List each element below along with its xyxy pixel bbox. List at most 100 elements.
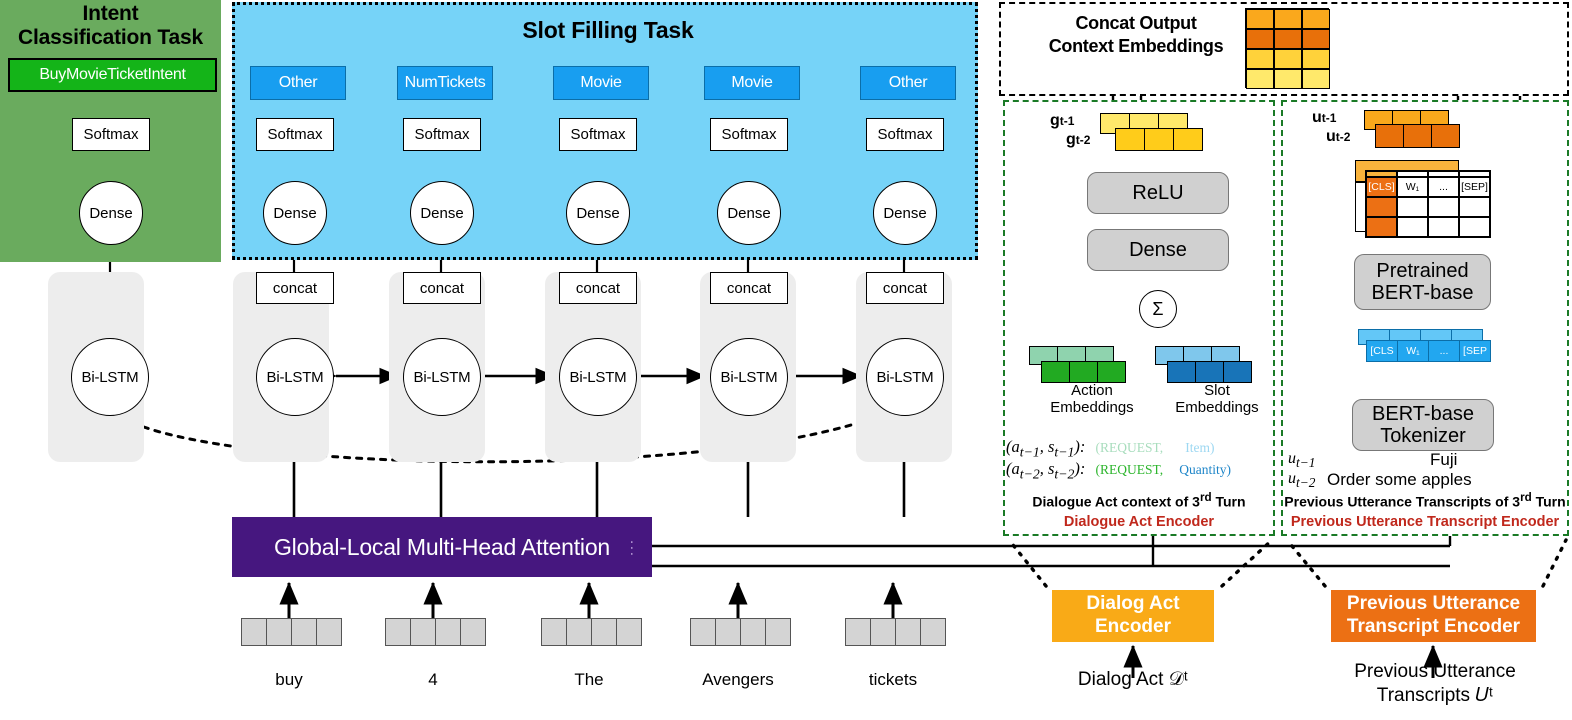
slot-softmax-1: Softmax [403, 118, 481, 151]
pair-0-slot: Item) [1185, 440, 1215, 455]
intent-softmax-box: Softmax [72, 118, 150, 151]
u-t-1-label: ut-1 [1312, 109, 1336, 127]
slot-softmax-0: Softmax [256, 118, 334, 151]
utterance-encoder-panel [1281, 100, 1569, 536]
concat-output-title: Concat Output Context Embeddings [1011, 12, 1261, 57]
u-t-1-subscript: t-1 [1321, 111, 1337, 125]
concat-output-grid [1245, 8, 1330, 89]
tokenizer-token-w1: W₁ [1397, 340, 1428, 362]
sigma-sum-node: Σ [1139, 290, 1177, 328]
bert-token-cls: [CLS] [1366, 177, 1397, 197]
relu-box: ReLU [1087, 172, 1229, 214]
utterance-context-caption: Previous Utterance Transcripts of 3rd Tu… [1284, 491, 1566, 510]
dialogue-act-encoder-name: Dialogue Act Encoder [1063, 514, 1215, 530]
previous-utterance-input-line1: Previous Utterance [1354, 661, 1516, 682]
token-embedding-4 [845, 618, 946, 646]
bert-token-w1: W₁ [1397, 177, 1428, 197]
g-t-1-symbol: g [1050, 112, 1060, 129]
slot-bilstm-1: Bi-LSTM [403, 338, 481, 416]
intent-bilstm-node: Bi-LSTM [71, 338, 149, 416]
slot-bilstm-3: Bi-LSTM [710, 338, 788, 416]
pair-1-action: (REQUEST, [1095, 462, 1164, 477]
slot-embedding-light [1155, 346, 1240, 365]
pair-1-key: (at−2, st−2): [1006, 459, 1086, 482]
tokenizer-line2: Tokenizer [1380, 425, 1466, 447]
slot-label-2: Movie [553, 66, 649, 100]
bert-token-sep: [SEP] [1459, 177, 1490, 197]
slot-softmax-3: Softmax [710, 118, 788, 151]
slot-embedding-dark [1167, 361, 1252, 383]
bert-output-token-grid: [CLS] W₁ ... [SEP] [1365, 176, 1491, 238]
token-embedding-1 [385, 618, 486, 646]
input-token-0: buy [275, 670, 303, 689]
utterance-text-0: Fuji [1430, 450, 1458, 469]
utterance-key-1: ut−2 [1288, 470, 1316, 491]
input-token-1: 4 [428, 670, 438, 689]
action-embedding-dark [1041, 361, 1126, 383]
slot-panel-title: Slot Filling Task [522, 17, 694, 43]
input-token-2: The [574, 670, 604, 689]
input-token-4: tickets [868, 670, 918, 689]
previous-utterance-encoder-line1: Previous Utterance [1346, 593, 1521, 615]
slot-caption-line2: Embeddings [1175, 399, 1259, 417]
intent-panel-title: Intent Classification Task [0, 2, 221, 49]
intent-title-line2: Classification Task [18, 25, 203, 49]
dialog-act-encoder-line2: Encoder [1094, 616, 1172, 637]
tokenizer-token-cls: [CLS [1366, 340, 1397, 362]
slot-concat-3: concat [710, 272, 788, 304]
global-local-attention-bar[interactable]: Global-Local Multi-Head Attention ... [232, 517, 652, 577]
tokenizer-token-ellipsis: ... [1428, 340, 1459, 362]
u-t-1-symbol: u [1312, 109, 1322, 126]
intent-dense-node: Dense [79, 181, 143, 245]
slot-concat-4: concat [866, 272, 944, 304]
dialog-act-encoder-line1: Dialog Act [1086, 593, 1180, 615]
dialogue-act-pair-1: (at−2, st−2): (REQUEST, Quantity) [1006, 459, 1231, 482]
slot-dense-0: Dense [263, 181, 327, 245]
token-embedding-2 [541, 618, 642, 646]
token-embedding-0 [241, 618, 342, 646]
slot-dense-4: Dense [873, 181, 937, 245]
dialog-act-input-label: Dialog Act 𝒟ᵗ [1077, 669, 1189, 690]
slot-softmax-2: Softmax [559, 118, 637, 151]
previous-utterance-encoder-line2: Transcript Encoder [1346, 616, 1521, 637]
slot-dense-1: Dense [410, 181, 474, 245]
dialogue-act-context-caption: Dialogue Act context of 3rd Turn [1032, 491, 1246, 510]
g-t-2-label: gt-2 [1066, 131, 1090, 149]
slot-concat-1: concat [403, 272, 481, 304]
concat-title-line2: Context Embeddings [1048, 35, 1224, 56]
dialogue-act-pair-0: (at−1, st−1): (REQUEST, Item) [1006, 437, 1215, 460]
slot-softmax-4: Softmax [866, 118, 944, 151]
g-t-1-label: gt-1 [1050, 112, 1074, 130]
action-embedding-light [1029, 346, 1114, 365]
action-caption-line1: Action [1071, 382, 1113, 399]
u-t-2-symbol: u [1326, 128, 1336, 145]
g-t-2-symbol: g [1066, 131, 1076, 148]
dialog-act-encoder-box[interactable]: Dialog Act Encoder [1052, 590, 1214, 642]
pretrained-bert-box: Pretrained BERT-base [1354, 254, 1491, 310]
pair-0-action: (REQUEST, [1095, 440, 1164, 455]
slot-bilstm-0: Bi-LSTM [256, 338, 334, 416]
pair-0-key: (at−1, st−1): [1006, 437, 1086, 460]
slot-dense-3: Dense [717, 181, 781, 245]
tokenizer-tokens: [CLS W₁ ... [SEP [1366, 340, 1491, 362]
previous-utterance-input-label: Previous Utterance Transcripts 𝑈ᵗ [1320, 660, 1550, 708]
attention-ellipsis: ... [627, 540, 644, 558]
attention-label: Global-Local Multi-Head Attention [273, 533, 611, 560]
slot-label-1: NumTickets [397, 66, 493, 100]
previous-utterance-input-line2: Transcripts 𝑈ᵗ [1376, 684, 1494, 706]
slot-embeddings-caption: Slot Embeddings [1156, 382, 1278, 417]
g-t-1-subscript: t-1 [1059, 114, 1075, 128]
concat-title-line1: Concat Output [1075, 13, 1197, 33]
slot-bilstm-2: Bi-LSTM [559, 338, 637, 416]
slot-label-4: Other [860, 66, 956, 100]
slot-label-3: Movie [704, 66, 800, 100]
intent-prediction-badge: BuyMovieTicketIntent [8, 58, 217, 92]
slot-concat-0: concat [256, 272, 334, 304]
input-token-3: Avengers [702, 670, 774, 689]
token-embedding-3 [690, 618, 791, 646]
utterance-text-1: Order some apples [1327, 470, 1472, 489]
previous-utterance-encoder-box[interactable]: Previous Utterance Transcript Encoder [1331, 590, 1536, 642]
bert-model-line1: Pretrained [1376, 259, 1469, 282]
g-t-2-subscript: t-2 [1075, 133, 1091, 147]
intent-classification-panel: Intent Classification Task BuyMovieTicke… [0, 0, 221, 262]
